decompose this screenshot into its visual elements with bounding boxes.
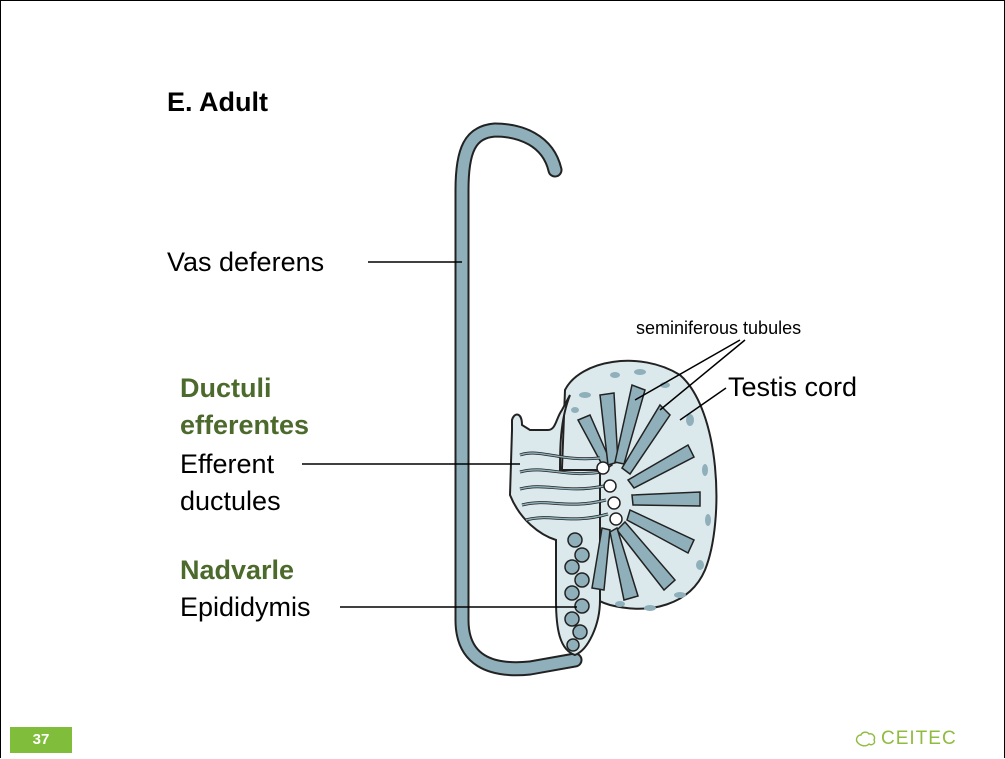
- label-ductules: ductules: [180, 485, 281, 517]
- label-efferentes: efferentes: [180, 409, 309, 441]
- label-epididymis: Epididymis: [180, 591, 311, 623]
- label-vas-deferens: Vas deferens: [167, 246, 324, 278]
- ceitec-logo: CEITEC: [855, 728, 957, 750]
- label-seminiferous-tubules: seminiferous tubules: [636, 312, 801, 344]
- logo-icon: [855, 731, 877, 747]
- label-ductuli: Ductuli: [180, 372, 272, 404]
- label-nadvarle: Nadvarle: [180, 554, 294, 586]
- label-efferent: Efferent: [180, 448, 274, 480]
- logo-text: CEITEC: [881, 728, 957, 750]
- label-testis-cord: Testis cord: [728, 371, 857, 403]
- page-number-badge: 37: [10, 727, 72, 753]
